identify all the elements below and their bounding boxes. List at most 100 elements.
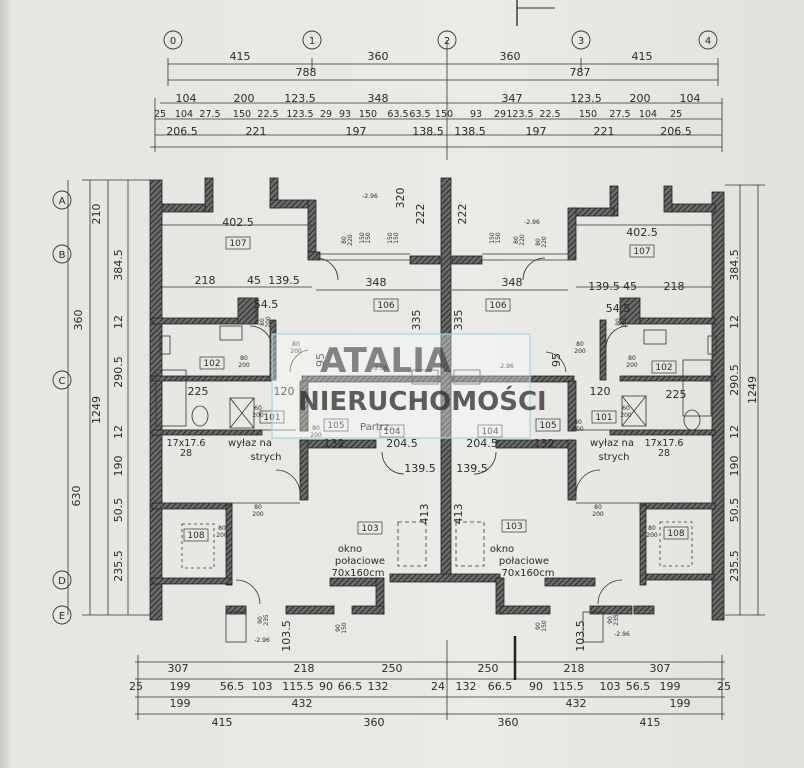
room-tag-box	[501, 519, 527, 533]
dim-label: 787	[570, 66, 591, 79]
room-labels: 402.5107348106102225120101105132104204.5…	[167, 188, 689, 652]
dim-label: 218	[294, 662, 315, 675]
dim-label: 66.5	[488, 680, 513, 693]
watermark-line-2: NIERUCHOMOŚCI	[298, 385, 547, 417]
axis-label-C: C	[59, 376, 66, 387]
dim-label: 630	[70, 486, 83, 507]
window-lines	[155, 224, 717, 643]
room-dim: 225	[666, 388, 687, 401]
axis-label-0: 0	[170, 36, 176, 47]
dim-label: 413	[418, 504, 431, 525]
axis-label-4: 4	[705, 36, 711, 47]
opening-label: 80	[312, 425, 320, 432]
axis-bubble-D	[52, 570, 72, 590]
dim-label: 95	[550, 353, 563, 367]
axis-bubble-E	[52, 605, 72, 625]
dim-label: 50.5	[728, 498, 741, 523]
dim-label: 221	[594, 125, 615, 138]
room-id-108: 108	[187, 531, 204, 541]
dim-label: 432	[566, 697, 587, 710]
dim-label: 132	[456, 680, 477, 693]
dim-label: 1249	[746, 376, 759, 404]
opening-label: 60	[254, 405, 262, 412]
room-tag-box	[477, 424, 503, 438]
dim-label: 1249	[90, 396, 103, 424]
room-id-103: 103	[361, 524, 378, 534]
opening-label: 80	[576, 341, 584, 348]
room-id-104: 104	[383, 427, 400, 437]
dim-label: 290.5	[728, 364, 741, 396]
opening-label: 150	[393, 232, 400, 244]
opening-label: 220	[541, 236, 548, 248]
dim-label: 63.5	[387, 109, 408, 120]
opening-label: 80	[259, 318, 266, 326]
dim-label: 360	[364, 716, 385, 729]
dim-label: 66.5	[338, 680, 363, 693]
dim-label: 250	[382, 662, 403, 675]
dim-label: 200	[630, 92, 651, 105]
room-id-106: 106	[377, 301, 394, 311]
dim-label: 123.5	[506, 109, 533, 120]
opening-label: 235	[613, 614, 620, 626]
watermark-line-3: Partrz...	[360, 422, 399, 433]
room-tag-box	[629, 244, 655, 258]
right-dimension-lines	[725, 184, 765, 616]
dim-label: 199	[670, 697, 691, 710]
level-mark: -2.96	[498, 363, 514, 370]
opening-label: 200	[252, 511, 264, 518]
opening-label: 200	[572, 426, 584, 433]
dim-label: 25	[154, 109, 166, 120]
dim-label: 150	[233, 109, 251, 120]
dim-label: 12	[728, 425, 741, 439]
window-label: połaciowe	[335, 556, 385, 567]
room-tag-box	[535, 418, 561, 432]
dim-label: 45	[247, 274, 261, 287]
axis-bubble-3	[571, 30, 591, 50]
attic-exit-label: strych	[251, 452, 282, 463]
opening-label: 150	[495, 232, 502, 244]
dim-label: 199	[170, 680, 191, 693]
dim-label: 50.5	[112, 498, 125, 523]
dim-label: 199	[170, 697, 191, 710]
opening-label: 90	[607, 616, 614, 624]
axis-label-3: 3	[578, 36, 584, 47]
dim-label: 103	[600, 680, 621, 693]
dim-label: 139.5	[456, 462, 488, 475]
dim-label: 199	[660, 680, 681, 693]
window-label: 70x160cm	[332, 568, 385, 579]
opening-label: 60	[622, 405, 630, 412]
opening-label: 150	[489, 232, 496, 244]
dim-label: 139.5	[268, 274, 300, 287]
opening-label: 150	[359, 232, 366, 244]
opening-label: 150	[341, 622, 348, 634]
dim-label: 54.5	[606, 302, 631, 315]
opening-label: 200	[252, 412, 264, 419]
dim-label: 384.5	[728, 249, 741, 281]
dim-label: 360	[498, 716, 519, 729]
opening-label: 200	[620, 412, 632, 419]
dim-label: 103.5	[574, 620, 587, 652]
opening-label: 200	[621, 316, 628, 328]
dim-label: 27.5	[609, 109, 630, 120]
axis-bubble-B	[52, 244, 72, 264]
room-dim: 348	[366, 276, 387, 289]
room-dim: 225	[188, 385, 209, 398]
axis-label-A: A	[59, 196, 66, 207]
dim-label: 235.5	[112, 550, 125, 582]
dim-label: 123.5	[284, 92, 316, 105]
opening-label: 80	[648, 525, 656, 532]
dim-label: 335	[452, 310, 465, 331]
dim-label: 24	[431, 680, 445, 693]
room-tag-box	[357, 521, 383, 535]
window-label: połaciowe	[499, 556, 549, 567]
dim-label: 335	[410, 310, 423, 331]
level-mark: -2.96	[254, 637, 270, 644]
hatch-size: 17x17.6	[645, 438, 684, 449]
dim-label: 104	[639, 109, 657, 120]
dim-label: 413	[452, 504, 465, 525]
dim-label: 132	[368, 680, 389, 693]
dim-label: 415	[640, 716, 661, 729]
attic-exit-label: wyłaz na	[228, 438, 272, 449]
dim-label: 197	[526, 125, 547, 138]
